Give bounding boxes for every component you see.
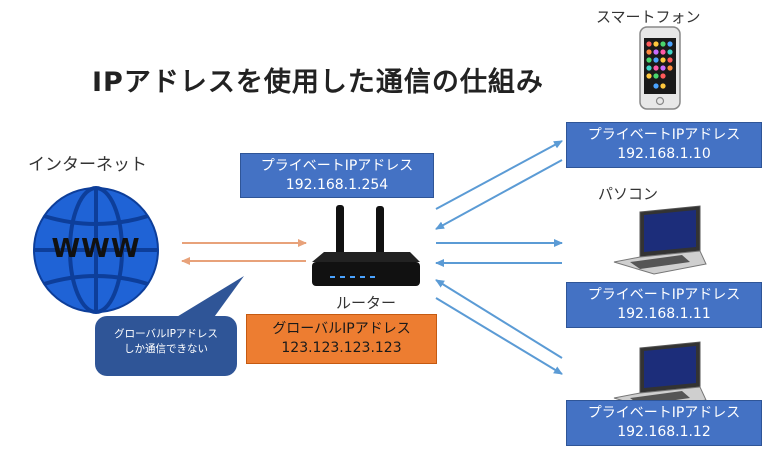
smartphone-ip-value: 192.168.1.10 (617, 146, 711, 162)
pc1-ip-value: 192.168.1.11 (617, 306, 711, 322)
router-private-ip-value: 192.168.1.254 (285, 177, 389, 193)
router-private-ip-label: プライベートIPアドレス (260, 158, 414, 174)
arrow-router-to-pc2 (435, 297, 563, 375)
arrow-pc2-to-router (435, 279, 563, 359)
www-label: WWW (51, 234, 141, 264)
internet-label: インターネット (28, 155, 147, 175)
pc1-ip-box: プライベートIPアドレス 192.168.1.11 (566, 282, 762, 328)
smartphone-ip-box: プライベートIPアドレス 192.168.1.10 (566, 122, 762, 168)
router-global-ip-value: 123.123.123.123 (281, 340, 402, 356)
arrow-smartphone-to-router (435, 159, 563, 230)
note-bubble-line1: グローバルIPアドレス (114, 328, 218, 340)
globe-icon (33, 186, 159, 314)
note-bubble-line2: しか通信できない (124, 343, 208, 355)
pc2-ip-box: プライベートIPアドレス 192.168.1.12 (566, 400, 762, 446)
pc1-ip-label: プライベートIPアドレス (587, 287, 741, 303)
page-title: IPアドレスを使用した通信の仕組み (92, 67, 544, 98)
bubble-tail (175, 276, 244, 320)
smartphone-label: スマートフォン (596, 8, 701, 26)
router-label: ルーター (336, 294, 397, 312)
pc2-ip-label: プライベートIPアドレス (587, 405, 741, 421)
router-global-ip-label: グローバルIPアドレス (272, 321, 411, 337)
router-private-ip-box: プライベートIPアドレス 192.168.1.254 (240, 153, 434, 198)
note-bubble: グローバルIPアドレス しか通信できない (95, 316, 237, 376)
pc-label: パソコン (598, 185, 659, 203)
smartphone-ip-label: プライベートIPアドレス (587, 127, 741, 143)
pc2-ip-value: 192.168.1.12 (617, 424, 711, 440)
laptop-icon (613, 205, 707, 275)
router-global-ip-box: グローバルIPアドレス 123.123.123.123 (246, 314, 437, 364)
arrow-router-to-smartphone (435, 140, 563, 210)
router-icon (312, 205, 420, 286)
smartphone-icon (639, 26, 681, 110)
